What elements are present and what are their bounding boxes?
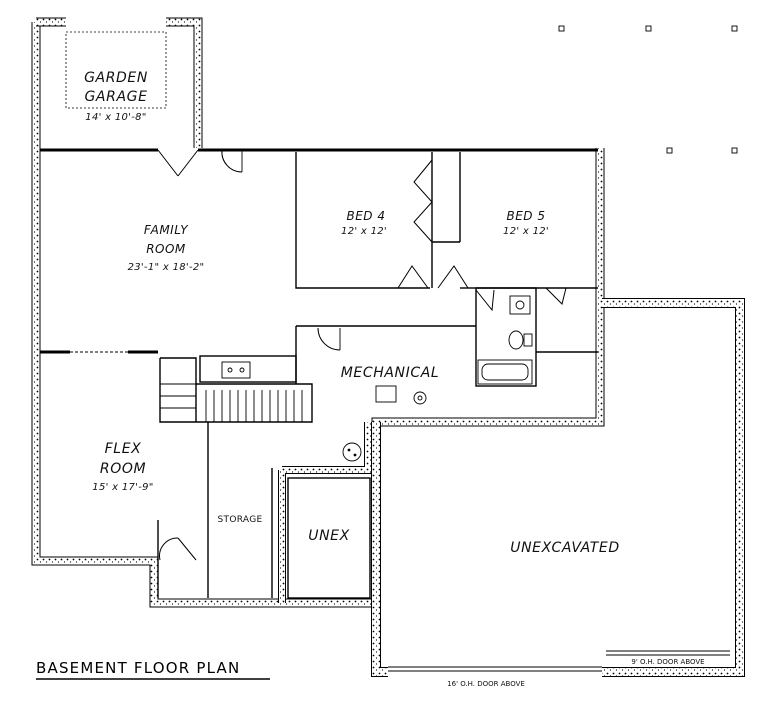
family-room-label-1: FAMILY: [144, 223, 189, 237]
family-room-label-2: ROOM: [146, 242, 186, 256]
unex-label: UNEX: [308, 528, 350, 544]
oh-door-note-right: 9' O.H. DOOR ABOVE: [631, 658, 704, 666]
bed5-dims: 12' x 12': [503, 226, 549, 237]
garden-garage-label-2: GARAGE: [84, 89, 147, 105]
flex-room-label-2: ROOM: [100, 461, 146, 477]
plan-title: BASEMENT FLOOR PLAN: [36, 659, 270, 680]
mechanical-label: MECHANICAL: [341, 365, 440, 381]
flex-room-dims: 15' x 17'-9": [92, 482, 153, 493]
garage-door-openings: [388, 648, 730, 678]
bed4-label: BED 4: [346, 209, 385, 223]
interior-walls: [40, 148, 598, 599]
unexcavated-label: UNEXCAVATED: [510, 540, 620, 556]
room-labels: GARDEN GARAGE 14' x 10'-8" FAMILY ROOM 2…: [84, 70, 705, 688]
garden-garage-walls: [40, 31, 199, 177]
bed4-dims: 12' x 12': [341, 226, 387, 237]
oh-door-note-left: 16' O.H. DOOR ABOVE: [447, 680, 525, 688]
plan-title-text: BASEMENT FLOOR PLAN: [36, 659, 240, 677]
column-markers: [558, 25, 738, 154]
garden-garage-label-1: GARDEN: [84, 70, 148, 86]
garden-garage-dims: 14' x 10'-8": [85, 112, 146, 123]
foundation-walls: [31, 17, 745, 677]
flex-room-label-1: FLEX: [105, 441, 142, 457]
bed5-label: BED 5: [506, 209, 545, 223]
storage-label: STORAGE: [218, 515, 263, 525]
family-room-dims: 23'-1" x 18'-2": [128, 262, 205, 273]
